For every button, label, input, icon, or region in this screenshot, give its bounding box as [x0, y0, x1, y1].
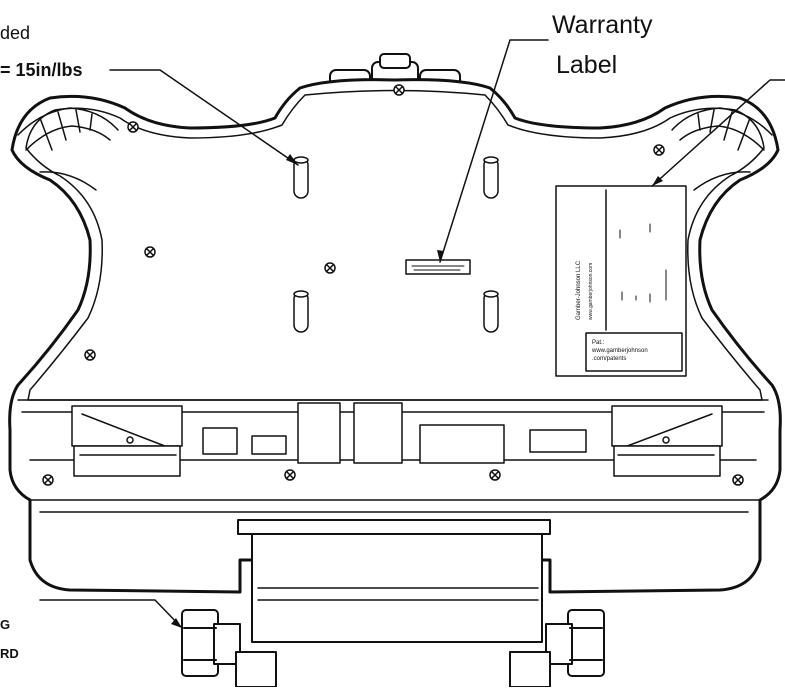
warranty-callout-line1: Warranty [552, 11, 653, 39]
port-usb-a [251, 435, 287, 455]
leader-lines [39, 39, 785, 629]
left-knob [181, 609, 277, 688]
left-handle [17, 107, 119, 191]
torque-leader [109, 69, 299, 166]
bottom-callout-line2: RD [0, 646, 19, 661]
warranty-callout-line2: Label [556, 51, 618, 79]
port-audio [202, 427, 238, 455]
port-ethernet [353, 402, 403, 464]
screw [653, 144, 665, 156]
stud [483, 156, 499, 199]
product-label: Gamber-Johnson LLC www.gamberjohnson.com… [555, 185, 687, 377]
label-marks [619, 223, 667, 303]
label-company: Gamber-Johnson LLC [576, 260, 582, 320]
screw [324, 262, 336, 274]
warranty-leader [439, 39, 549, 263]
bottom-callout-line1: G [0, 617, 11, 632]
screw [42, 474, 54, 486]
port-usb-b [529, 429, 587, 453]
arrowheads [171, 154, 663, 628]
screw [84, 349, 96, 361]
label-company-sub: www.gamberjohnson.com [588, 263, 594, 320]
threaded-studs [293, 156, 499, 333]
label-leader [651, 79, 785, 187]
screw [393, 84, 405, 96]
label-patents-1: Pat.: [592, 340, 605, 346]
screw [732, 474, 744, 486]
screw [144, 246, 156, 258]
label-patents-2: www.gamberjohnson [591, 348, 648, 354]
torque-callout-line2: = 15in/lbs [0, 60, 83, 80]
right-latch [611, 405, 723, 477]
stud [483, 290, 499, 333]
screw [489, 469, 501, 481]
torque-callout-line1: ded [0, 23, 31, 43]
port-hdmi [297, 402, 341, 464]
screw [127, 121, 139, 133]
bottom-leader [39, 599, 183, 629]
stud [293, 156, 309, 199]
ports [202, 402, 587, 464]
screw [284, 469, 296, 481]
label-patents-3: .com/patents [592, 356, 626, 362]
left-latch [71, 405, 183, 477]
mount-bracket [237, 519, 551, 643]
port-docking [419, 424, 505, 464]
stud [293, 290, 309, 333]
warranty-plate [405, 259, 471, 275]
dock-plate-inner [25, 89, 765, 401]
right-knob [509, 609, 605, 688]
